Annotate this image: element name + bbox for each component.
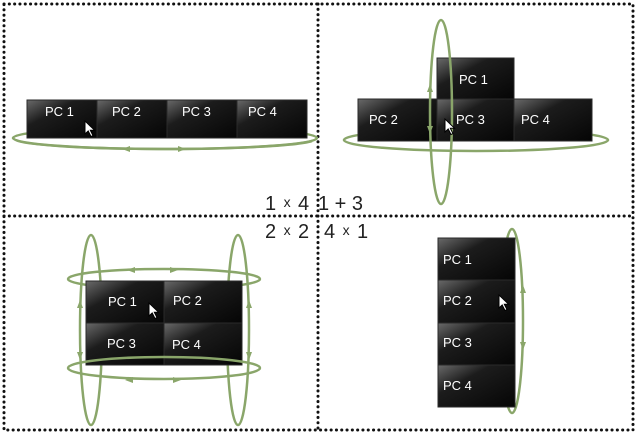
screen-label: PC 4 xyxy=(521,112,550,127)
screen-label: PC 3 xyxy=(107,336,136,351)
panel-bottom-left: PC 1 PC 2 PC 3 PC 4 xyxy=(66,233,262,427)
vertical-loop-ring xyxy=(428,18,454,206)
layout-label-one-by-four: 1 x 4 xyxy=(265,193,309,215)
screen-label: PC 4 xyxy=(172,337,201,352)
screen: PC 3 xyxy=(166,99,238,139)
panel-top-right: PC 1 PC 2 PC 3 PC 4 xyxy=(342,18,610,206)
screen: PC 4 xyxy=(513,98,593,142)
screen: PC 1 xyxy=(436,57,515,100)
screen: PC 3 xyxy=(437,322,516,366)
screen-label: PC 2 xyxy=(112,104,141,119)
screen: PC 3 xyxy=(85,322,165,366)
layout-labels: 1 x 4 1 + 3 2 x 2 4 x 1 xyxy=(265,193,368,243)
screen-label: PC 4 xyxy=(443,378,472,393)
screen-label: PC 1 xyxy=(108,294,137,309)
arrow-right-icon xyxy=(173,377,181,383)
arrow-left-icon xyxy=(125,377,133,383)
screen: PC 4 xyxy=(236,99,308,139)
screen-label: PC 2 xyxy=(369,112,398,127)
arrow-down-icon xyxy=(77,352,83,360)
screen-label: PC 2 xyxy=(443,293,472,308)
panel-bottom-right: PC 1 PC 2 PC 3 PC 4 xyxy=(437,227,526,415)
screen: PC 2 xyxy=(357,98,438,142)
bottom-horizontal-loop-ring xyxy=(66,355,262,381)
layout-label-one-plus-three: 1 + 3 xyxy=(318,193,363,215)
screen: PC 2 xyxy=(96,99,168,139)
screen: PC 1 xyxy=(437,237,516,281)
arrow-down-icon xyxy=(427,126,433,134)
layout-label-two-by-two: 2 x 2 xyxy=(265,221,309,243)
screen-label: PC 1 xyxy=(45,104,74,119)
screen: PC 3 xyxy=(436,98,515,142)
arrow-up-icon xyxy=(77,300,83,308)
arrow-up-icon xyxy=(427,84,433,92)
screen-label: PC 3 xyxy=(443,335,472,350)
arrow-down-icon xyxy=(246,352,252,360)
screen: PC 1 xyxy=(85,280,165,324)
screen-label: PC 4 xyxy=(248,104,277,119)
arrow-right-icon xyxy=(178,146,186,152)
screen-label: PC 1 xyxy=(443,252,472,267)
screen-label: PC 2 xyxy=(173,293,202,308)
arrow-up-icon xyxy=(246,300,252,308)
panel-top-left: PC 1 PC 2 PC 3 PC 4 xyxy=(11,99,319,152)
screen-label: PC 3 xyxy=(456,112,485,127)
arrow-left-icon xyxy=(122,146,130,152)
arrow-right-icon xyxy=(170,267,178,273)
layout-label-four-by-one: 4 x 1 xyxy=(324,221,368,243)
screen-label: PC 1 xyxy=(459,72,488,87)
arrow-left-icon xyxy=(127,267,135,273)
arrow-up-icon xyxy=(520,285,526,293)
screen: PC 2 xyxy=(163,280,243,324)
screen: PC 4 xyxy=(437,364,516,408)
arrow-down-icon xyxy=(520,342,526,350)
screen-label: PC 3 xyxy=(182,104,211,119)
